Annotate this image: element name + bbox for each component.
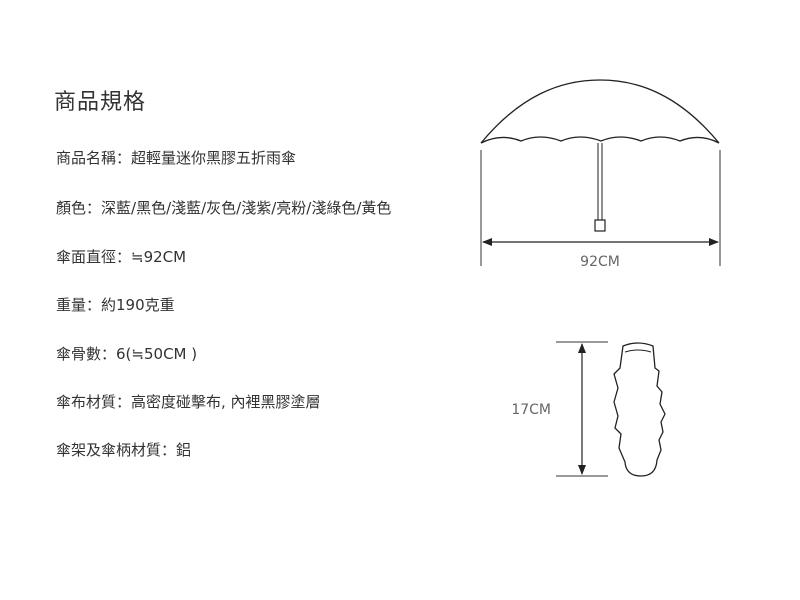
spec-label: 顏色： xyxy=(56,199,102,217)
spec-row-product-name: 商品名稱：超輕量迷你黑膠五折雨傘 xyxy=(56,148,296,168)
spec-value: 鋁 xyxy=(176,441,192,459)
spec-row-weight: 重量：約190克重 xyxy=(56,295,175,315)
spec-label: 重量： xyxy=(56,296,102,314)
spec-value: 高密度碰擊布, 內裡黑膠塗層 xyxy=(131,393,321,411)
spec-label: 傘布材質： xyxy=(56,393,132,411)
height-dimension-label: 17CM xyxy=(511,402,551,418)
spec-row-colors: 顏色：深藍/黑色/淺藍/灰色/淺紫/亮粉/淺綠色/黃色 xyxy=(56,198,391,218)
spec-value: 超輕量迷你黑膠五折雨傘 xyxy=(131,149,297,167)
folded-umbrella-icon xyxy=(613,342,666,477)
spec-label: 傘骨數： xyxy=(56,345,117,363)
spec-value: ≒92CM xyxy=(131,248,187,266)
spec-row-frame-material: 傘架及傘柄材質：鋁 xyxy=(56,440,191,460)
spec-label: 傘面直徑： xyxy=(56,248,132,266)
spec-label: 商品名稱： xyxy=(56,149,132,167)
width-dimension: 92CM xyxy=(480,150,721,270)
width-dimension-label: 92CM xyxy=(580,254,620,270)
spec-row-diameter: 傘面直徑：≒92CM xyxy=(56,247,186,267)
spec-row-fabric: 傘布材質：高密度碰擊布, 內裡黑膠塗層 xyxy=(56,392,321,412)
spec-label: 傘架及傘柄材質： xyxy=(56,441,177,459)
height-dimension: 17CM xyxy=(511,341,608,477)
spec-value: 約190克重 xyxy=(101,296,175,314)
open-umbrella-icon xyxy=(480,79,720,232)
page-title: 商品規格 xyxy=(54,90,147,115)
spec-value: 6(≒50CM ) xyxy=(116,345,198,363)
spec-row-ribs: 傘骨數：6(≒50CM ) xyxy=(56,344,197,364)
spec-value: 深藍/黑色/淺藍/灰色/淺紫/亮粉/淺綠色/黃色 xyxy=(101,199,392,217)
